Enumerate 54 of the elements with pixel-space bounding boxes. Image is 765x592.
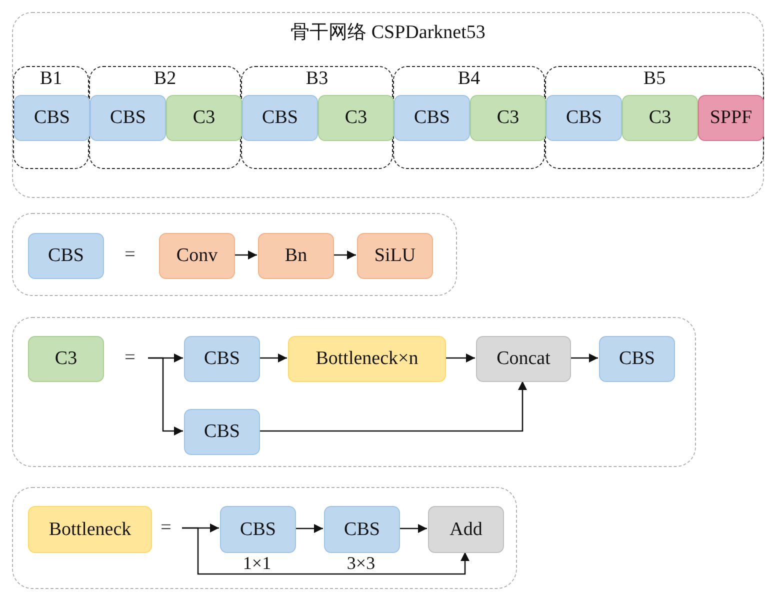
arrow	[148, 357, 183, 436]
arrow	[399, 524, 427, 533]
panel-title: 骨干网络 CSPDarknet53	[290, 21, 486, 45]
arrow	[182, 527, 470, 575]
dashed-panel	[12, 12, 764, 198]
module-box: Bottleneck	[28, 506, 152, 553]
dashed-group	[393, 66, 545, 169]
kernel-size-label: 1×1	[242, 553, 272, 574]
module-box: CBS	[220, 506, 296, 553]
module-box: CBS	[14, 95, 90, 141]
kernel-size-label: 3×3	[346, 553, 376, 574]
module-box: CBS	[599, 336, 675, 382]
module-box: Add	[428, 506, 504, 553]
dashed-group	[89, 66, 241, 169]
equals-sign: =	[124, 347, 136, 369]
arrow	[259, 354, 287, 362]
module-box: CBS	[324, 506, 400, 553]
module-box: SPPF	[698, 95, 764, 141]
module-box: C3	[166, 95, 242, 141]
module-box: CBS	[242, 95, 318, 141]
module-box: CBS	[184, 409, 260, 455]
equals-sign: =	[160, 517, 172, 539]
module-box: CBS	[184, 336, 260, 382]
arrow	[333, 250, 356, 260]
module-box: CBS	[546, 95, 622, 141]
module-box: Bn	[258, 233, 334, 279]
dashed-panel	[12, 213, 457, 296]
module-box: SiLU	[357, 233, 433, 279]
module-box: Conv	[159, 233, 235, 279]
arrow	[445, 354, 475, 362]
arrow	[234, 250, 257, 260]
module-box: Bottleneck×n	[288, 336, 446, 382]
arrow	[570, 354, 598, 362]
module-box: C3	[28, 336, 104, 382]
group-label: B3	[304, 68, 330, 90]
module-box: Concat	[476, 336, 571, 382]
dashed-panel	[12, 317, 696, 467]
group-label: B4	[456, 68, 482, 90]
module-box: C3	[318, 95, 394, 141]
module-box: C3	[622, 95, 698, 141]
group-label: B2	[152, 68, 178, 90]
dashed-group	[241, 66, 393, 169]
group-label: B1	[38, 68, 64, 90]
arrow	[259, 381, 527, 432]
dashed-group	[545, 66, 764, 169]
dashed-panel	[12, 487, 517, 589]
arrow	[295, 524, 323, 533]
module-box: CBS	[394, 95, 470, 141]
module-box: C3	[470, 95, 546, 141]
dashed-group	[13, 66, 89, 169]
group-label: B5	[642, 68, 667, 90]
module-box: CBS	[90, 95, 166, 141]
module-box: CBS	[28, 233, 104, 279]
equals-sign: =	[124, 244, 136, 266]
